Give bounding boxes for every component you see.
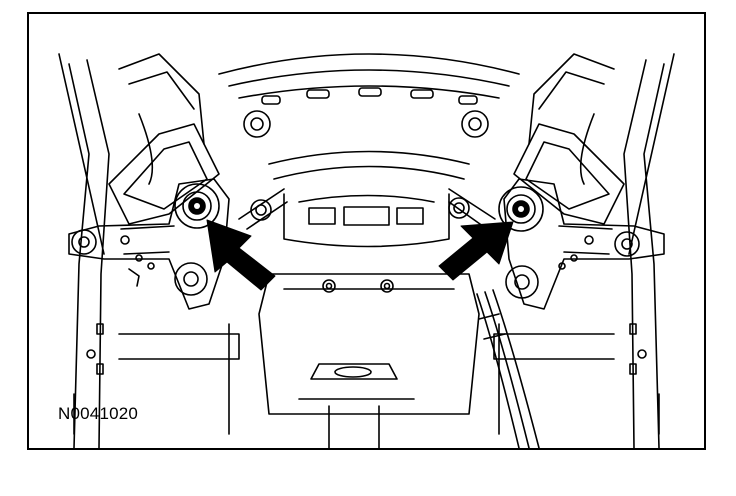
side-marks [73,349,660,435]
arrow-icon [206,219,514,291]
figure-id-label: N0041020 [58,404,139,423]
right-body-structure [493,53,675,448]
crossmember-diagram [58,53,675,448]
illustration-frame: N0041020 [27,12,706,450]
left-callout-arrow [206,219,276,291]
upper-bosses [243,110,489,138]
lower-housing [228,273,500,448]
top-panel [218,53,520,105]
left-bracket [68,178,230,310]
right-callout-arrow [438,221,514,281]
right-bracket [498,178,665,310]
left-body-structure [58,53,240,448]
center-crossmember [238,150,496,248]
cable-bundle [476,289,540,448]
